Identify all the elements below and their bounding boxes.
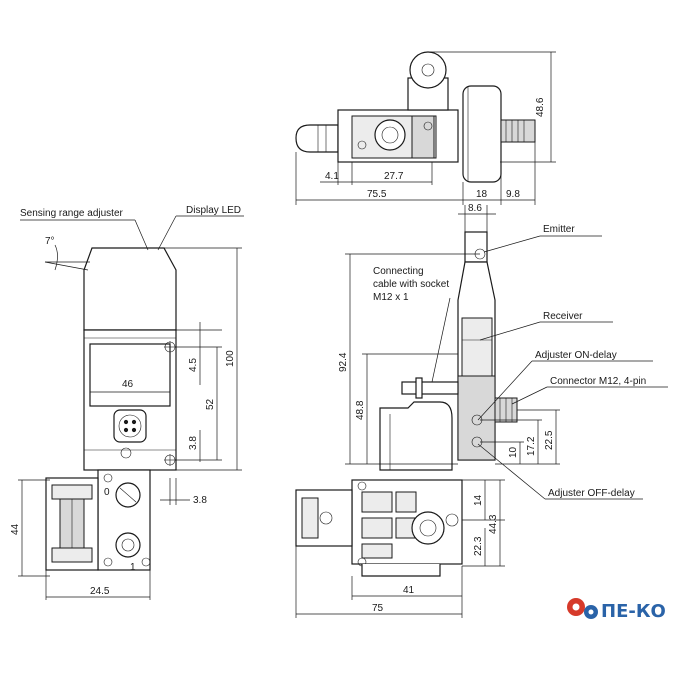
dim-3-8-horizontal: 3.8 <box>193 495 207 506</box>
front-display-window <box>89 343 171 407</box>
marking-zero: 0 <box>104 487 110 498</box>
dim-3-8-vertical: 3.8 <box>188 436 199 450</box>
dim-9-8: 9.8 <box>506 189 520 200</box>
dim-4-1: 4.1 <box>325 171 339 182</box>
gear-icon <box>567 598 598 619</box>
dim-8-6: 8.6 <box>468 203 482 214</box>
dim-44-3: 44.3 <box>488 514 499 534</box>
dim-100: 100 <box>225 350 236 367</box>
label-connecting-cable-line3: M12 x 1 <box>373 292 409 303</box>
dim-75: 75 <box>372 603 384 614</box>
front-housing-top <box>83 247 177 331</box>
dim-angle-7: 7° <box>45 236 55 247</box>
label-receiver: Receiver <box>543 311 583 322</box>
dim-24-5: 24.5 <box>90 586 110 597</box>
top-port-circle <box>374 119 406 151</box>
dim-46: 46 <box>122 379 134 390</box>
dim-18: 18 <box>476 189 488 200</box>
dim-27-7: 27.7 <box>384 171 404 182</box>
dim-14: 14 <box>473 494 484 506</box>
dim-22-5: 22.5 <box>544 430 555 450</box>
marking-one: 1 <box>130 562 136 573</box>
label-adjuster-off-delay: Adjuster OFF-delay <box>548 488 635 499</box>
label-connecting-cable-line2: cable with socket <box>373 279 449 290</box>
label-sensing-range-adjuster: Sensing range adjuster <box>20 208 124 219</box>
front-view: 0 1 7° Sensing range adjuster Display LE… <box>10 205 244 600</box>
dim-10: 10 <box>508 446 519 458</box>
dim-44: 44 <box>10 523 21 535</box>
label-display-led: Display LED <box>186 205 241 216</box>
label-emitter: Emitter <box>543 224 575 235</box>
dim-75-5: 75.5 <box>367 189 387 200</box>
label-connector-m12: Connector M12, 4-pin <box>550 376 646 387</box>
side-coil <box>379 401 453 471</box>
top-emitter-circle <box>409 51 447 89</box>
dim-41: 41 <box>403 585 415 596</box>
label-connecting-cable-line1: Connecting <box>373 266 424 277</box>
dim-22-3: 22.3 <box>473 536 484 556</box>
label-adjuster-on-delay: Adjuster ON-delay <box>535 350 617 361</box>
dim-48-6: 48.6 <box>535 97 546 117</box>
front-connector-socket <box>113 409 147 443</box>
dim-4-5: 4.5 <box>188 358 199 372</box>
side-view: Emitter Connecting cable with socket M12… <box>295 203 668 618</box>
dim-17-2: 17.2 <box>526 436 537 456</box>
top-left-cable-boot <box>295 124 339 153</box>
dim-52: 52 <box>205 398 216 410</box>
top-view: 48.6 4.1 27.7 75.5 18 9.8 <box>295 51 556 205</box>
dim-92-4: 92.4 <box>338 352 349 372</box>
dim-48-8: 48.8 <box>355 400 366 420</box>
logo-text: ПЕ-КО <box>601 601 666 622</box>
brand-logo: ПЕ-КО <box>567 598 666 622</box>
top-receiver-disc <box>462 85 502 183</box>
